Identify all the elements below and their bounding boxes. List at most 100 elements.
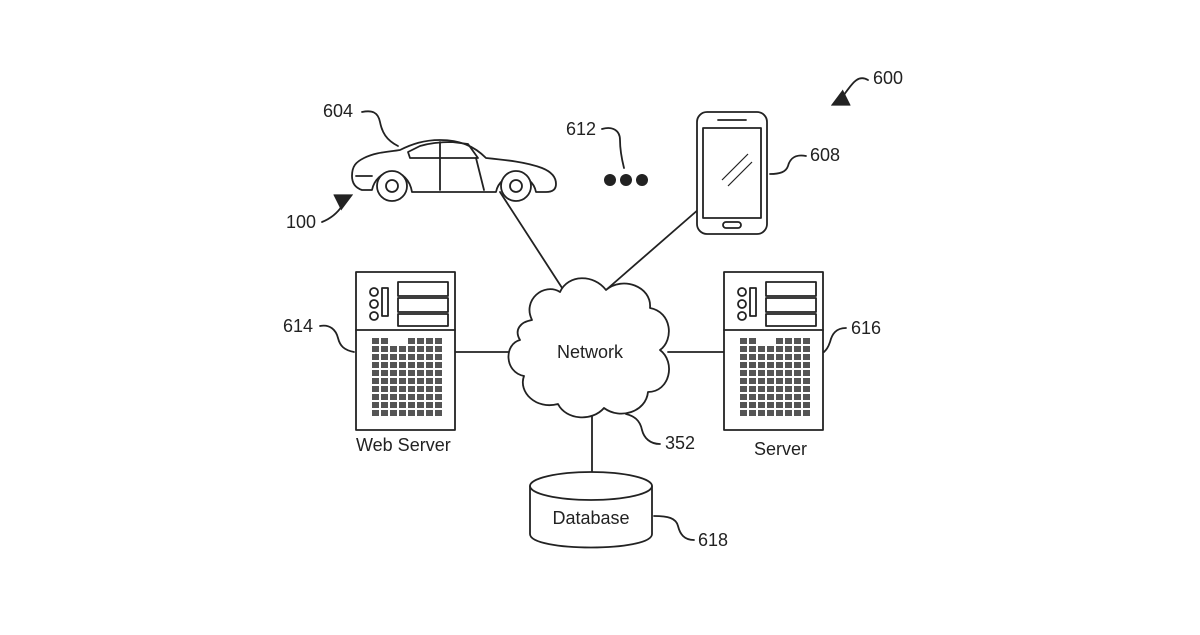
vent-cell bbox=[785, 386, 792, 392]
vent-cell bbox=[803, 410, 810, 416]
vent-cell bbox=[776, 402, 783, 408]
vent-cell bbox=[408, 338, 415, 344]
vent-cell bbox=[408, 402, 415, 408]
vent-cell bbox=[399, 346, 406, 352]
server-ref-label: 616 bbox=[851, 318, 881, 338]
vent-cell bbox=[794, 370, 801, 376]
vent-cell bbox=[767, 370, 774, 376]
vent-cell bbox=[740, 378, 747, 384]
mobile-device: 608 bbox=[697, 112, 840, 234]
edge-mobile-network bbox=[606, 202, 707, 290]
vent-cell bbox=[390, 346, 397, 352]
vent-cell bbox=[399, 410, 406, 416]
vent-cell bbox=[408, 386, 415, 392]
vent-cell bbox=[794, 346, 801, 352]
vent-cell bbox=[758, 378, 765, 384]
vent-cell bbox=[758, 402, 765, 408]
vent-cell bbox=[372, 370, 379, 376]
vent-cell bbox=[767, 378, 774, 384]
vent-cell bbox=[435, 402, 442, 408]
vent-cell bbox=[399, 362, 406, 368]
vent-cell bbox=[390, 402, 397, 408]
vent-cell bbox=[381, 402, 388, 408]
vent-cell bbox=[740, 346, 747, 352]
vent-cell bbox=[435, 378, 442, 384]
vent-cell bbox=[794, 362, 801, 368]
database-ref-label: 618 bbox=[698, 530, 728, 550]
ellipsis-dot-2 bbox=[620, 174, 632, 186]
mobile-ref-label: 608 bbox=[810, 145, 840, 165]
vent-cell bbox=[794, 378, 801, 384]
vent-cell bbox=[767, 394, 774, 400]
vent-cell bbox=[435, 410, 442, 416]
vent-cell bbox=[417, 394, 424, 400]
database-label: Database bbox=[552, 508, 629, 528]
vent-cell bbox=[785, 394, 792, 400]
vent-cell bbox=[749, 370, 756, 376]
vent-cell bbox=[749, 378, 756, 384]
vent-cell bbox=[417, 386, 424, 392]
vent-cell bbox=[749, 410, 756, 416]
vent-cell bbox=[740, 362, 747, 368]
vent-cell bbox=[740, 394, 747, 400]
vent-cell bbox=[803, 338, 810, 344]
vent-cell bbox=[776, 410, 783, 416]
vent-cell bbox=[776, 370, 783, 376]
vent-cell bbox=[767, 402, 774, 408]
vent-cell bbox=[776, 346, 783, 352]
server: Server 616 bbox=[724, 272, 881, 459]
vent-cell bbox=[758, 354, 765, 360]
vent-cell bbox=[390, 378, 397, 384]
vent-cell bbox=[372, 338, 379, 344]
figure-ref-label: 600 bbox=[873, 68, 903, 88]
vent-cell bbox=[785, 354, 792, 360]
vent-cell bbox=[776, 386, 783, 392]
vent-cell bbox=[390, 362, 397, 368]
vent-cell bbox=[749, 346, 756, 352]
vent-cell bbox=[372, 386, 379, 392]
vent-cell bbox=[785, 338, 792, 344]
system-ref-arrow bbox=[322, 196, 350, 222]
vent-cell bbox=[408, 394, 415, 400]
vent-cell bbox=[435, 394, 442, 400]
vent-cell bbox=[399, 378, 406, 384]
vent-cell bbox=[749, 402, 756, 408]
web-server-ref-leader bbox=[320, 326, 354, 352]
vent-cell bbox=[785, 410, 792, 416]
vent-cell bbox=[794, 410, 801, 416]
car-rear-wheel bbox=[501, 171, 531, 201]
vent-cell bbox=[417, 338, 424, 344]
vent-cell bbox=[740, 338, 747, 344]
vent-cell bbox=[390, 394, 397, 400]
vent-cell bbox=[803, 394, 810, 400]
vent-cell bbox=[803, 402, 810, 408]
vehicle: 604 100 bbox=[286, 101, 556, 232]
network-ref-leader bbox=[626, 414, 660, 444]
server-ref-leader bbox=[824, 328, 846, 352]
vent-cell bbox=[794, 354, 801, 360]
vent-cell bbox=[399, 354, 406, 360]
vent-cell bbox=[399, 370, 406, 376]
vehicle-ref-label: 604 bbox=[323, 101, 353, 121]
vent-cell bbox=[767, 338, 774, 344]
phone-body bbox=[697, 112, 767, 234]
vent-cell bbox=[740, 386, 747, 392]
vent-cell bbox=[776, 394, 783, 400]
vent-cell bbox=[390, 354, 397, 360]
vent-cell bbox=[381, 410, 388, 416]
vent-cell bbox=[417, 354, 424, 360]
vent-cell bbox=[372, 394, 379, 400]
vent-cell bbox=[758, 338, 765, 344]
vent-cell bbox=[767, 346, 774, 352]
vent-cell bbox=[426, 370, 433, 376]
vent-cell bbox=[749, 394, 756, 400]
network-cloud: Network 352 bbox=[508, 278, 695, 453]
vent-cell bbox=[785, 362, 792, 368]
database-ref-leader bbox=[654, 516, 694, 540]
more-devices: 612 bbox=[566, 119, 648, 186]
vent-cell bbox=[740, 410, 747, 416]
vent-cell bbox=[381, 370, 388, 376]
vent-cell bbox=[372, 378, 379, 384]
